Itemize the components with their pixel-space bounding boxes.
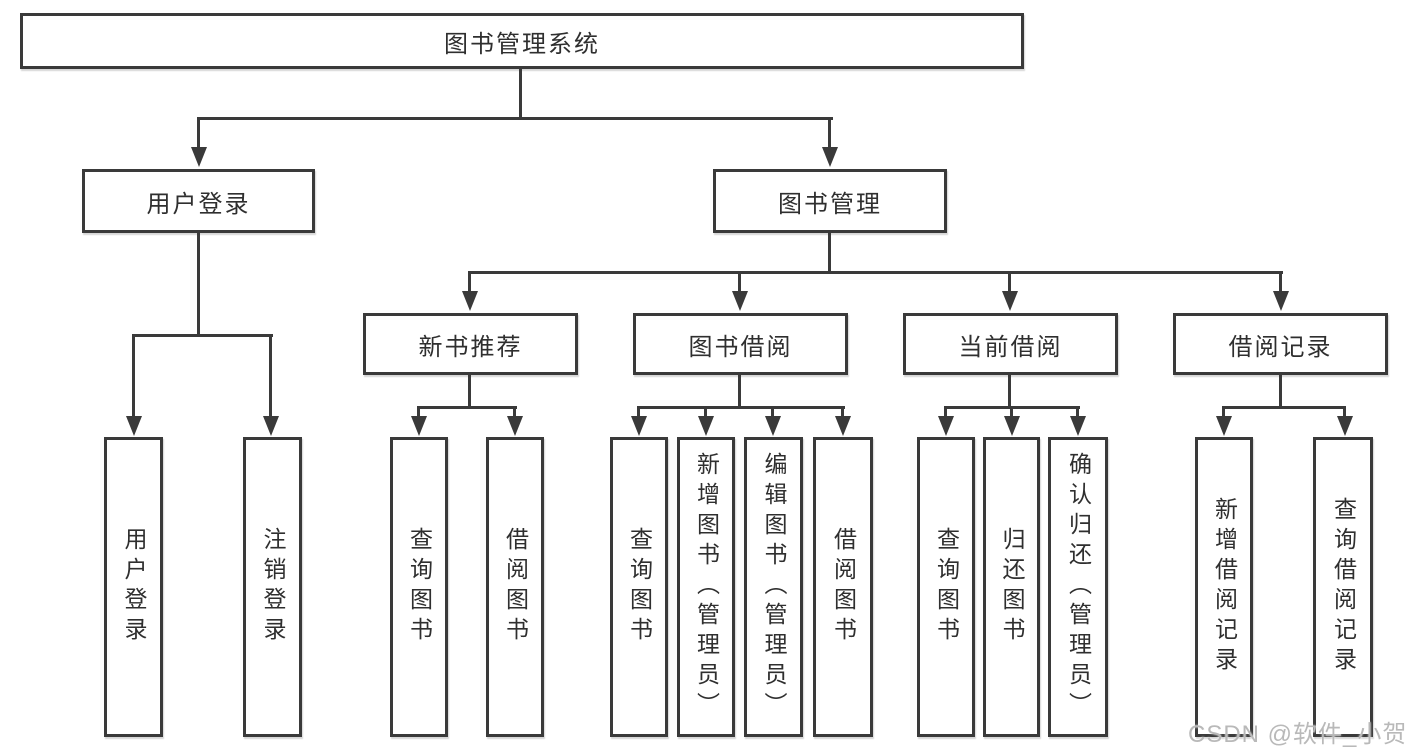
connector xyxy=(1279,271,1282,294)
arrowhead-down-icon xyxy=(732,291,748,311)
connector xyxy=(417,406,517,409)
connector xyxy=(468,271,471,294)
node-label: 查询借阅记录 xyxy=(1330,497,1357,677)
arrowhead-down-icon xyxy=(835,416,851,436)
connector xyxy=(637,406,845,409)
node-library-management-system: 图书管理系统 xyxy=(20,13,1024,69)
connector xyxy=(828,117,831,150)
connector xyxy=(513,406,516,419)
arrowhead-down-icon xyxy=(1002,291,1018,311)
csdn-watermark: CSDN @软件_小贺同学 xyxy=(1188,721,1405,747)
node-new-book-recommendation: 新书推荐 xyxy=(363,313,578,375)
connector xyxy=(197,117,833,120)
node-label: 借阅图书 xyxy=(502,527,529,647)
connector xyxy=(841,406,844,419)
connector xyxy=(197,117,200,150)
arrowhead-down-icon xyxy=(411,416,427,436)
leaf-edit-book-admin: 编辑图书（管理员） xyxy=(744,437,803,737)
arrowhead-down-icon xyxy=(507,416,523,436)
node-label: 图书管理系统 xyxy=(444,30,600,58)
node-book-management: 图书管理 xyxy=(713,169,947,233)
connector xyxy=(1279,374,1282,408)
node-label: 当前借阅 xyxy=(958,333,1063,361)
node-label: 图书借阅 xyxy=(688,333,793,361)
leaf-user-login: 用户登录 xyxy=(104,437,163,737)
connector xyxy=(269,334,272,418)
arrowhead-down-icon xyxy=(822,147,838,167)
arrowhead-down-icon xyxy=(462,291,478,311)
connector xyxy=(468,374,471,408)
leaf-add-borrow-record: 新增借阅记录 xyxy=(1195,437,1253,737)
arrowhead-down-icon xyxy=(1337,416,1353,436)
connector xyxy=(1010,406,1013,419)
node-label: 新书推荐 xyxy=(418,333,523,361)
connector xyxy=(197,232,200,336)
leaf-query-borrow-record: 查询借阅记录 xyxy=(1313,437,1373,737)
arrowhead-down-icon xyxy=(1004,416,1020,436)
arrowhead-down-icon xyxy=(263,416,279,436)
connector xyxy=(417,406,420,419)
leaf-query-books-recommend: 查询图书 xyxy=(390,437,448,737)
arrowhead-down-icon xyxy=(126,416,142,436)
connector xyxy=(1008,374,1011,408)
leaf-borrow-books: 借阅图书 xyxy=(813,437,873,737)
node-label: 新增借阅记录 xyxy=(1211,497,1238,677)
connector xyxy=(637,406,640,419)
node-label: 用户登录 xyxy=(146,190,251,218)
node-current-borrowing: 当前借阅 xyxy=(903,313,1118,375)
leaf-add-book-admin: 新增图书（管理员） xyxy=(677,437,735,737)
connector xyxy=(771,406,774,419)
connector xyxy=(1222,406,1346,409)
node-user-login: 用户登录 xyxy=(82,169,315,233)
node-label: 用户登录 xyxy=(121,527,147,647)
node-label: 编辑图书（管理员） xyxy=(761,452,787,722)
leaf-query-books-current: 查询图书 xyxy=(917,437,975,737)
node-label: 查询图书 xyxy=(626,527,653,647)
leaf-query-books-borrowing: 查询图书 xyxy=(610,437,668,737)
node-label: 查询图书 xyxy=(933,527,960,647)
node-label: 注销登录 xyxy=(260,527,286,647)
connector xyxy=(519,69,522,119)
connector xyxy=(132,334,135,418)
connector xyxy=(468,271,1283,274)
connector xyxy=(1222,406,1225,419)
node-borrowing-records: 借阅记录 xyxy=(1173,313,1388,375)
leaf-borrow-books-recommend: 借阅图书 xyxy=(486,437,544,737)
connector xyxy=(738,271,741,294)
arrowhead-down-icon xyxy=(938,416,954,436)
connector xyxy=(828,232,831,273)
node-label: 归还图书 xyxy=(999,527,1025,647)
node-label: 图书管理 xyxy=(778,190,882,218)
arrowhead-down-icon xyxy=(1070,416,1086,436)
leaf-return-books: 归还图书 xyxy=(983,437,1040,737)
connector xyxy=(704,406,707,419)
connector xyxy=(1008,271,1011,294)
arrowhead-down-icon xyxy=(1273,291,1289,311)
node-label: 确认归还（管理员） xyxy=(1065,452,1092,722)
arrowhead-down-icon xyxy=(1216,416,1232,436)
node-label: 查询图书 xyxy=(406,527,433,647)
node-label: 新增图书（管理员） xyxy=(693,452,720,722)
leaf-confirm-return-admin: 确认归还（管理员） xyxy=(1048,437,1108,737)
arrowhead-down-icon xyxy=(698,416,714,436)
connector xyxy=(944,406,947,419)
arrowhead-down-icon xyxy=(191,147,207,167)
arrowhead-down-icon xyxy=(765,416,781,436)
node-label: 借阅记录 xyxy=(1228,333,1333,361)
connector xyxy=(132,334,273,337)
node-label: 借阅图书 xyxy=(830,527,857,647)
arrowhead-down-icon xyxy=(631,416,647,436)
connector xyxy=(1343,406,1346,419)
connector xyxy=(738,374,741,408)
connector xyxy=(1076,406,1079,419)
leaf-logout: 注销登录 xyxy=(243,437,302,737)
node-book-borrowing: 图书借阅 xyxy=(633,313,848,375)
